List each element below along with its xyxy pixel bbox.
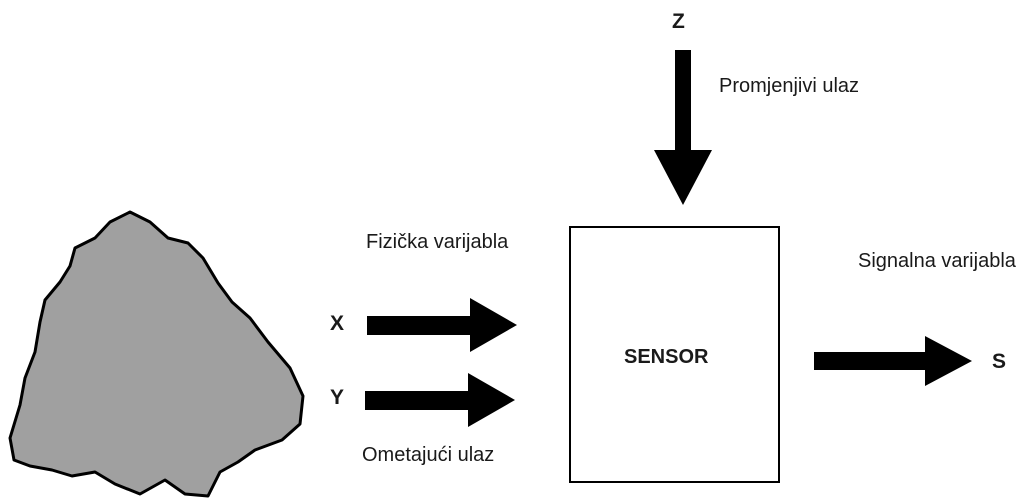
sensor-label: SENSOR xyxy=(624,346,709,368)
label-ometajuci-ulaz: Ometajući ulaz xyxy=(362,444,495,466)
label-y: Y xyxy=(330,386,345,409)
physical-object-shape xyxy=(8,210,305,498)
arrow-y-right xyxy=(365,373,515,427)
label-x: X xyxy=(330,312,345,335)
label-promjenjivi-ulaz: Promjenjivi ulaz xyxy=(719,75,860,97)
arrow-s-right xyxy=(814,336,972,386)
label-z: Z xyxy=(672,10,685,33)
label-s: S xyxy=(992,350,1007,373)
sensor-box xyxy=(569,226,780,483)
label-signalna-varijabla: Signalna varijabla xyxy=(858,250,1016,272)
arrow-z-down xyxy=(654,50,712,205)
label-fizicka-varijabla: Fizička varijabla xyxy=(366,231,509,253)
arrow-x-right xyxy=(367,298,517,352)
